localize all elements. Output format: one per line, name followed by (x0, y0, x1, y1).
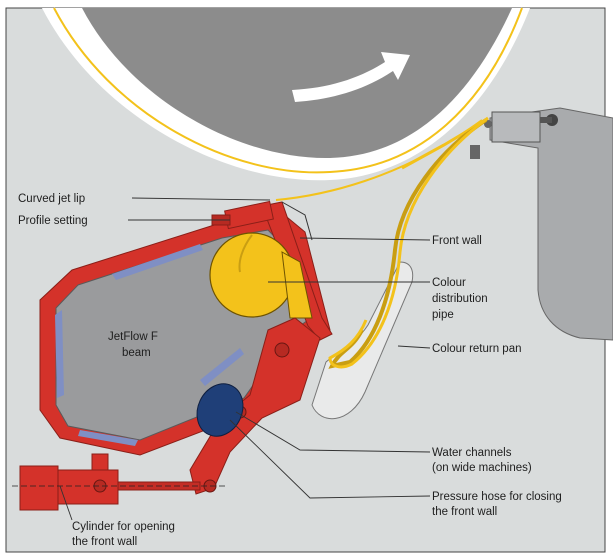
label-water-channels-2: (on wide machines) (432, 462, 532, 474)
label-curved-jet-lip: Curved jet lip (18, 193, 85, 205)
label-pressure-hose-1: Pressure hose for closing (432, 491, 562, 503)
label-colour-distribution-pipe-1: Colour (432, 277, 466, 289)
label-front-wall: Front wall (432, 235, 482, 247)
label-cylinder-2: the front wall (72, 536, 137, 548)
label-water-channels-1: Water channels (432, 447, 512, 459)
label-pressure-hose-2: the front wall (432, 506, 497, 518)
label-colour-return-pan: Colour return pan (432, 343, 522, 355)
label-jetflow-beam-2: beam (122, 347, 151, 359)
label-profile-setting: Profile setting (18, 215, 88, 227)
label-cylinder-1: Cylinder for opening (72, 521, 175, 533)
label-jetflow-beam-1: JetFlow F (108, 331, 158, 343)
label-colour-distribution-pipe-2: distribution (432, 293, 488, 305)
label-colour-distribution-pipe-3: pipe (432, 309, 454, 321)
